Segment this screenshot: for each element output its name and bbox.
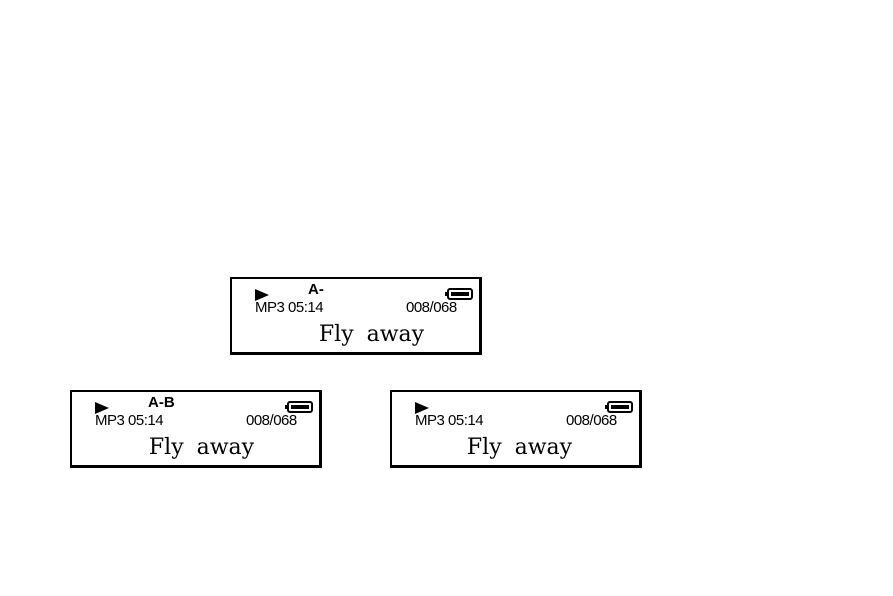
lcd-screen-a-b-repeat: A-B MP3 05:14 008/068 Fly away [70, 390, 322, 468]
lcd-screen-a-point: A- MP3 05:14 008/068 Fly away [230, 277, 482, 355]
song-title: Fly away [78, 436, 325, 460]
lcd-screen-normal: MP3 05:14 008/068 Fly away [390, 390, 642, 468]
format-time-readout: MP3 05:14 [255, 300, 323, 316]
track-counter: 008/068 [246, 413, 297, 429]
song-title: Fly away [396, 436, 643, 460]
format-time-readout: MP3 05:14 [95, 413, 163, 429]
song-title: Fly away [248, 323, 495, 347]
track-counter: 008/068 [566, 413, 617, 429]
ab-repeat-marker: A-B [148, 395, 175, 411]
track-counter: 008/068 [406, 300, 457, 316]
format-time-readout: MP3 05:14 [415, 413, 483, 429]
ab-repeat-marker: A- [308, 282, 324, 298]
